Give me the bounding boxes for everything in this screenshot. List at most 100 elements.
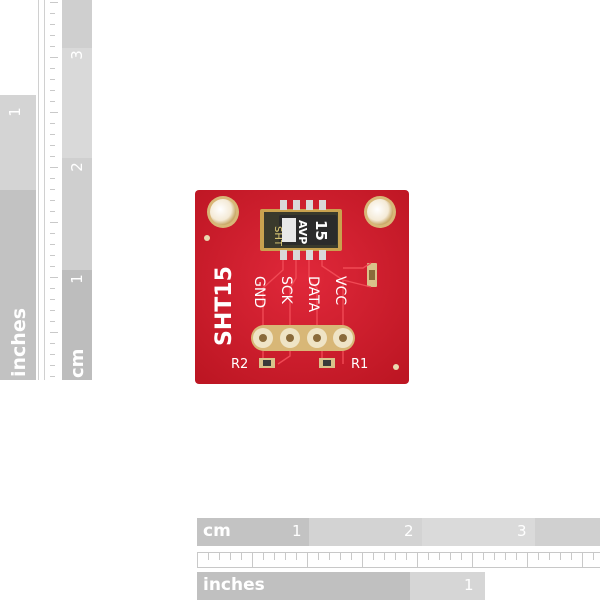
ruler-tick (384, 553, 385, 560)
ruler-tick (50, 354, 55, 355)
ruler-tick (50, 189, 55, 190)
ruler-tick (318, 553, 319, 560)
ruler-tick (50, 288, 55, 289)
ruler-tick (50, 266, 55, 267)
chip-pin (280, 200, 287, 210)
ruler-tick (538, 553, 539, 560)
via (204, 235, 210, 241)
vertical-ruler-ticks (50, 0, 58, 380)
ruler-tick (50, 376, 55, 377)
ruler-tick (494, 553, 495, 560)
ruler-tick (50, 321, 55, 322)
inches-ruler-number: 1 (464, 576, 474, 594)
vertical-cm-ruler: 3 2 1 cm (62, 0, 92, 380)
ruler-tick (263, 553, 264, 560)
ruler-tick (582, 553, 583, 567)
capacitor-body (369, 270, 375, 280)
cm-ruler-label: cm (203, 521, 231, 541)
chip-code-text: AVP (296, 220, 309, 244)
inches-ruler-segment (410, 572, 485, 600)
ruler-tick (50, 46, 55, 47)
ruler-tick (50, 255, 55, 256)
inches-ruler-label: inches (8, 307, 30, 377)
ruler-tick (483, 553, 484, 560)
ruler-tick (241, 553, 242, 560)
ruler-tick (50, 244, 55, 245)
ruler-tick (296, 553, 297, 560)
ruler-tick (329, 553, 330, 560)
ruler-guide-line (38, 0, 39, 380)
ruler-tick (50, 277, 58, 278)
pin-label-sck: SCK (278, 276, 294, 305)
ruler-tick (362, 553, 363, 567)
cm-ruler-label: cm (67, 348, 88, 378)
ruler-tick (417, 553, 418, 567)
mounting-hole-center (367, 199, 393, 225)
board-title: SHT15 (212, 266, 237, 346)
resistor-label-r2: R2 (231, 357, 248, 372)
ruler-tick (428, 553, 429, 560)
mounting-hole-center (210, 199, 236, 225)
ruler-tick (549, 553, 550, 560)
cm-ruler-segment (309, 518, 422, 546)
chip-silk-marking: SHT (272, 226, 283, 247)
chip-sensor-window (282, 218, 296, 242)
ruler-tick (50, 24, 55, 25)
ruler-tick (208, 553, 209, 560)
ruler-tick (50, 167, 58, 168)
ruler-tick (50, 310, 55, 311)
pin-label-vcc: VCC (332, 276, 348, 305)
ruler-tick (50, 200, 55, 201)
cm-ruler-segment (197, 518, 309, 546)
resistor-r2-body (263, 360, 271, 366)
ruler-tick (571, 553, 572, 560)
ruler-tick (593, 553, 594, 560)
ruler-tick (472, 553, 473, 567)
header-hole (286, 334, 294, 342)
ruler-tick (50, 178, 55, 179)
chip-pin (319, 250, 326, 260)
pin-label-data: DATA (305, 276, 321, 312)
chip-pin (280, 250, 287, 260)
ruler-tick (351, 553, 352, 560)
chip-number-text: 15 (312, 220, 330, 241)
chip-pin (293, 200, 300, 210)
cm-ruler-segment (422, 518, 535, 546)
ruler-tick (219, 553, 220, 560)
header-hole (259, 334, 267, 342)
ruler-tick (560, 553, 561, 560)
header-hole (313, 334, 321, 342)
ruler-tick (406, 553, 407, 560)
ruler-tick (50, 222, 58, 223)
cm-ruler-number: 3 (68, 50, 86, 60)
chip-pin (306, 200, 313, 210)
inches-ruler-segment (197, 572, 410, 600)
ruler-tick (50, 332, 58, 333)
ruler-tick (50, 112, 58, 113)
ruler-tick (340, 553, 341, 560)
inches-ruler-segment (485, 572, 600, 600)
header-pins (253, 328, 353, 348)
ruler-tick (505, 553, 506, 560)
cm-ruler-number: 3 (517, 522, 527, 540)
horizontal-ruler-ticks (197, 552, 600, 568)
ruler-tick (230, 553, 231, 560)
ruler-guide-line (44, 0, 45, 380)
ruler-tick (50, 299, 55, 300)
ruler-tick (439, 553, 440, 560)
ruler-tick (197, 553, 198, 567)
chip-pin (293, 250, 300, 260)
ruler-tick (461, 553, 462, 560)
pcb-drawing: SHT AVP 15 (195, 190, 409, 384)
header-pad-strip (251, 325, 355, 351)
ruler-tick (527, 553, 528, 567)
horizontal-cm-ruler: cm 1 2 3 (197, 518, 600, 546)
ruler-tick (50, 13, 55, 14)
ruler-tick (50, 79, 55, 80)
ruler-tick (50, 68, 55, 69)
ruler-tick (274, 553, 275, 560)
ruler-tick (50, 233, 55, 234)
cm-ruler-segment (62, 270, 92, 380)
horizontal-inches-ruler: inches 1 (197, 572, 600, 600)
cm-ruler-number: 2 (404, 522, 414, 540)
